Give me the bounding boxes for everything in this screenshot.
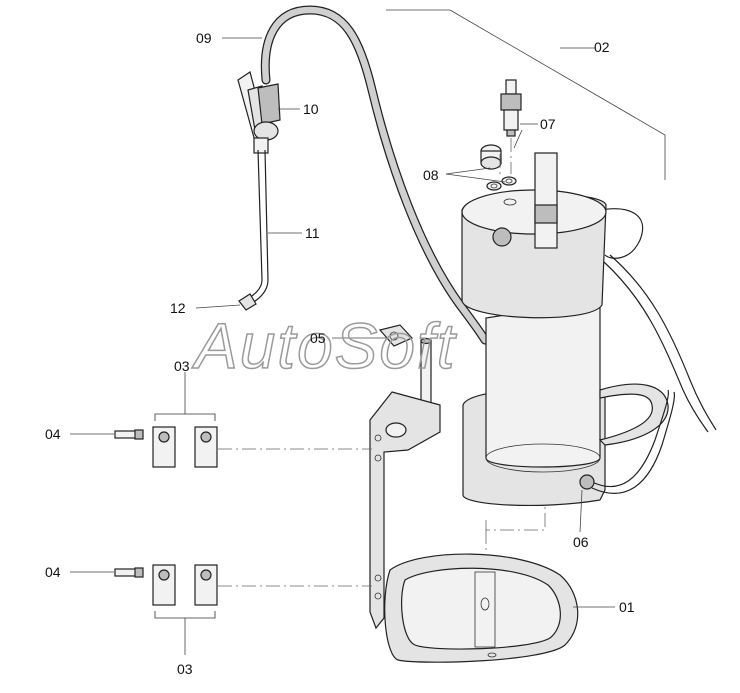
spray-lance [245, 149, 269, 305]
trigger-gun [237, 71, 281, 154]
watermark-logo: AutoSoft [191, 310, 457, 382]
spray-hose [260, 5, 490, 345]
callout-04-top: 04 [45, 426, 61, 442]
spray-nozzle [238, 293, 257, 311]
callout-04-bottom: 04 [45, 564, 61, 580]
hose-clip [378, 324, 414, 347]
clamp-set-bottom [114, 564, 218, 606]
group-brackets [154, 372, 216, 655]
callout-03-bottom: 03 [177, 661, 193, 677]
callout-09: 09 [196, 30, 212, 46]
sprayer-tank [461, 152, 669, 507]
callout-10: 10 [303, 101, 319, 117]
tank-strap [599, 208, 717, 433]
leader-lines [70, 9, 666, 608]
pressure-valve [500, 79, 522, 186]
callout-08: 08 [423, 167, 439, 183]
clamp-set-top [114, 426, 218, 468]
callout-06: 06 [573, 534, 589, 550]
callout-07: 07 [540, 116, 556, 132]
callout-05: 05 [310, 330, 326, 346]
assembly-lines [218, 138, 546, 587]
pressure-gauge [480, 144, 502, 191]
mounting-bracket [369, 337, 441, 630]
callout-02: 02 [594, 39, 610, 55]
callout-11: 11 [305, 225, 320, 241]
hose-fitting [579, 389, 676, 494]
callout-01: 01 [619, 599, 635, 615]
base-tray [384, 553, 579, 663]
callout-03-top: 03 [174, 358, 190, 374]
callout-12: 12 [170, 300, 186, 316]
